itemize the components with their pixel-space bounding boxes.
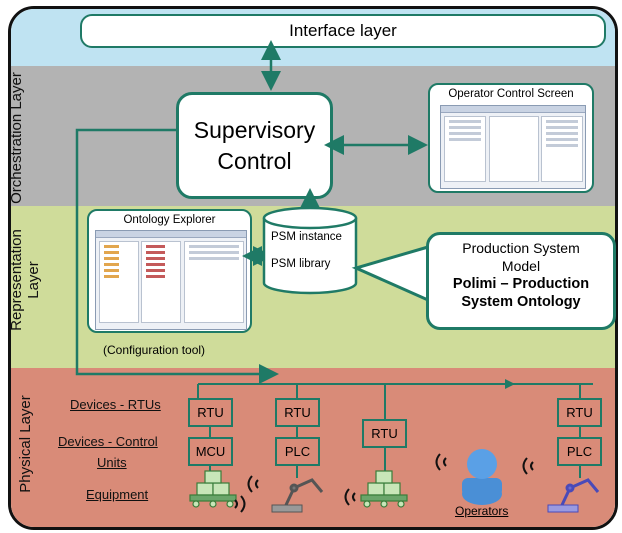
ontology-explorer-title: Ontology Explorer [123,214,216,226]
supervisory-physical-bus [75,128,279,384]
equipment-label: Equipment [86,487,149,502]
supervisory-line1: Supervisory [193,116,316,143]
configuration-tool-caption: (Configuration tool) [103,343,206,357]
callout-line2: Model [501,258,541,274]
plc-box-2: PLC [557,437,602,466]
plc-box-1: PLC [275,437,320,466]
conveyor-icon-1 [189,470,237,508]
devices-rtus-label: Devices - RTUs [70,397,161,412]
rtu-box-2: RTU [275,398,320,427]
physical-network [77,373,593,478]
ontology-explorer-screenshot [95,230,247,330]
callout-line3: Polimi – Production [452,276,590,292]
interface-layer-box: Interface layer [80,14,606,48]
psm-database [262,206,358,295]
rtu-box-1: RTU [188,398,233,427]
operator-screen-screenshot [440,105,586,189]
operators-label: Operators [455,504,509,518]
callout-line1: Production System [462,240,580,256]
robot-arm-icon-1 [271,478,324,513]
rtu-box-3: RTU [362,419,407,448]
devices-control-label-2: Units [97,455,127,470]
callout-line4: System Ontology [461,294,581,310]
mcu-box: MCU [188,437,233,466]
rtu-box-4: RTU [557,398,602,427]
operator-icon [462,449,502,505]
supervisory-line2: Control [217,147,292,174]
callout-tail [351,245,429,302]
production-system-model-callout: Production System Model Polimi – Product… [426,232,616,330]
ontology-explorer-panel: Ontology Explorer [87,209,252,333]
devices-control-label-1: Devices - Control [58,434,158,449]
psm-instance-label: PSM instance [271,231,342,243]
supervisory-control-box: Supervisory Control [176,92,333,199]
wireless-signal-icons [234,453,534,513]
operator-control-screen-panel: Operator Control Screen [428,83,594,193]
conveyor-icon-2 [360,470,408,508]
robot-arm-icon-2 [547,478,600,513]
psm-library-label: PSM library [271,258,331,270]
operator-screen-title: Operator Control Screen [448,88,574,100]
